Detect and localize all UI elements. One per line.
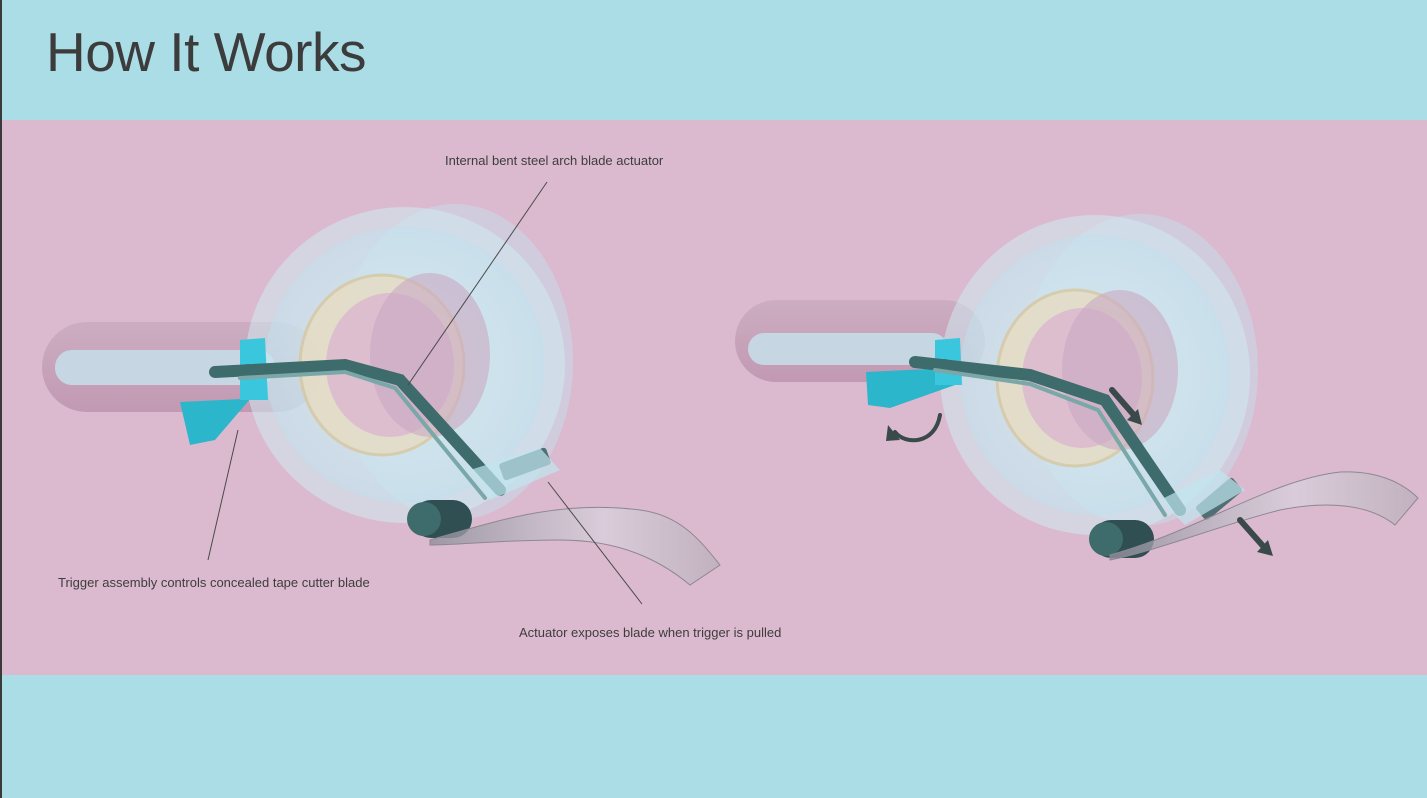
down-right-arrow-icon bbox=[1237, 517, 1273, 556]
actuator-arch bbox=[209, 358, 506, 500]
tape-strip bbox=[1109, 471, 1419, 561]
dispenser-cutting bbox=[735, 214, 1419, 561]
callout-actuator: Internal bent steel arch blade actuator bbox=[445, 153, 664, 168]
roller bbox=[407, 500, 472, 538]
left-edge-rule bbox=[0, 0, 2, 798]
actuator-arch bbox=[909, 356, 1186, 517]
tape-roll bbox=[245, 204, 573, 523]
tape-roll bbox=[940, 214, 1258, 535]
leader-line-exposes bbox=[547, 481, 643, 605]
callout-exposes: Actuator exposes blade when trigger is p… bbox=[519, 625, 782, 640]
dispenser-resting bbox=[42, 204, 721, 586]
blade-holder bbox=[1160, 470, 1245, 525]
down-right-arrow-icon bbox=[1109, 387, 1142, 425]
page-title: How It Works bbox=[46, 21, 366, 83]
leader-line-trigger bbox=[207, 429, 239, 561]
blade-holder bbox=[470, 447, 560, 500]
leader-line-actuator bbox=[407, 181, 548, 386]
rotate-arrow-icon bbox=[886, 413, 942, 443]
callout-trigger: Trigger assembly controls concealed tape… bbox=[58, 575, 370, 590]
tape-strip bbox=[429, 506, 721, 586]
